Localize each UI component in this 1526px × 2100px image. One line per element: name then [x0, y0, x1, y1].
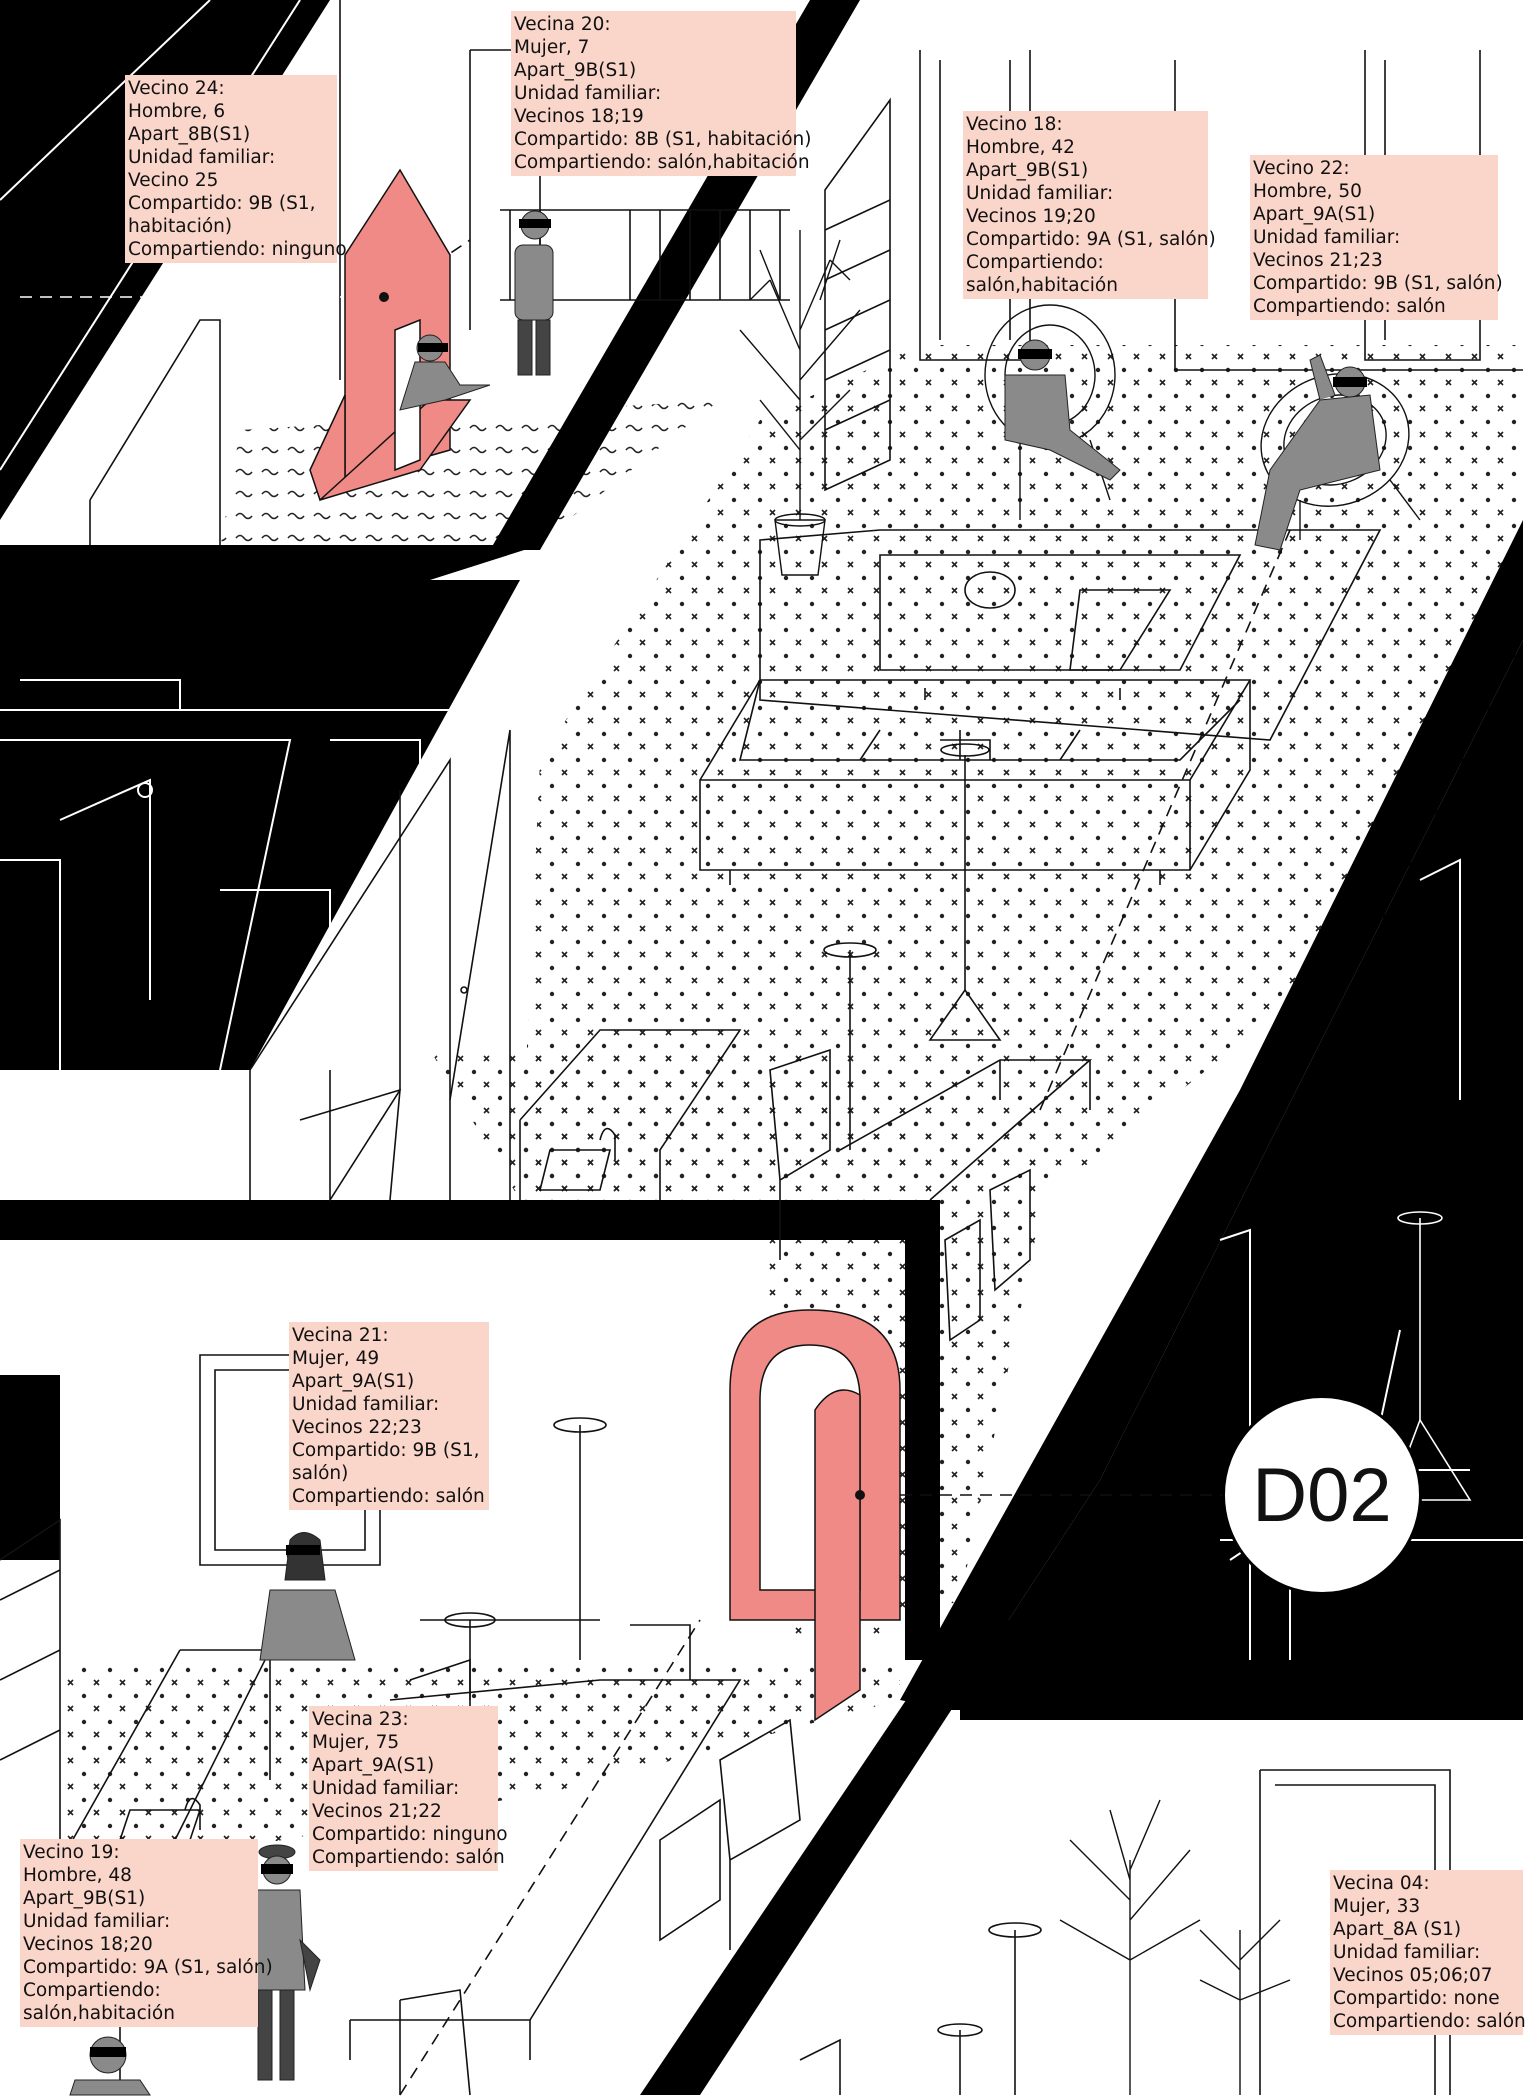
label-line: Mujer, 75 [312, 1732, 400, 1753]
label-line: Vecino 19: [23, 1842, 120, 1863]
label-line: Mujer, 7 [514, 37, 590, 58]
label-line: Apart_9B(S1) [966, 160, 1089, 181]
label-line: Unidad familiar: [128, 147, 276, 168]
label-line: Compartiendo: salón [312, 1847, 505, 1868]
label-line: Compartiendo: salón [1253, 296, 1446, 317]
label-line: Vecinos 19;20 [966, 206, 1096, 227]
label-line: Compartiendo: salón [1333, 2011, 1526, 2032]
label-line: Apart_9A(S1) [312, 1755, 435, 1776]
label-line: salón) [292, 1463, 349, 1484]
label-line: Compartiendo: ninguno [128, 239, 347, 260]
label-line: habitación) [128, 216, 233, 237]
label-line: Compartido: 9A (S1, salón) [966, 229, 1216, 250]
label-line: Vecinos 21;23 [1253, 250, 1383, 271]
label-line: Compartiendo: salón,habitación [514, 152, 810, 173]
label-line: Vecina 23: [312, 1709, 409, 1730]
label-line: Vecinos 22;23 [292, 1417, 422, 1438]
floor-living-room [520, 345, 1523, 1200]
label-line: Vecina 20: [514, 14, 611, 35]
label-line: Hombre, 48 [23, 1865, 132, 1886]
label-line: Unidad familiar: [1253, 227, 1401, 248]
label-line: Vecino 18: [966, 114, 1063, 135]
label-line: Compartido: none [1333, 1988, 1500, 2009]
label-line: Compartido: 9B (S1, [128, 193, 316, 214]
label-line: Hombre, 50 [1253, 181, 1362, 202]
label-line: Hombre, 6 [128, 101, 226, 122]
label-line: Apart_8A (S1) [1333, 1919, 1462, 1940]
label-line: Compartiendo: [23, 1980, 161, 2001]
label-line: Compartiendo: salón [292, 1486, 485, 1507]
diagram-id-badge: D02 [1222, 1395, 1422, 1595]
label-line: Unidad familiar: [312, 1778, 460, 1799]
plant-tree-lower-right [1059, 1799, 1291, 2095]
label-line: Vecino 25 [128, 170, 219, 191]
label-line: salón,habitación [966, 275, 1118, 296]
label-line: Apart_8B(S1) [128, 124, 251, 145]
label-line: Vecinos 18;19 [514, 106, 644, 127]
label-line: salón,habitación [23, 2003, 175, 2024]
person-vecina-20-figure [514, 210, 554, 376]
label-line: Vecinos 21;22 [312, 1801, 442, 1822]
label-line: Compartiendo: [966, 252, 1104, 273]
label-line: Vecinos 05;06;07 [1333, 1965, 1493, 1986]
censor-bars [90, 219, 1367, 2057]
label-line: Unidad familiar: [23, 1911, 171, 1932]
label-line: Compartido: 9B (S1, [292, 1440, 480, 1461]
label-line: Vecinos 18;20 [23, 1934, 153, 1955]
label-line: Compartido: 9A (S1, salón) [23, 1957, 273, 1978]
label-line: Apart_9B(S1) [23, 1888, 146, 1909]
plant-potted-tree [739, 230, 861, 576]
label-line: Vecino 22: [1253, 158, 1350, 179]
label-line: Apart_9A(S1) [1253, 204, 1376, 225]
label-line: Unidad familiar: [292, 1394, 440, 1415]
floor-top-left-room [220, 400, 720, 550]
label-line: Apart_9B(S1) [514, 60, 637, 81]
label-line: Vecina 04: [1333, 1873, 1430, 1894]
person-bottom-left-figure [69, 2036, 151, 2096]
person-vecino-19-figure [249, 1844, 321, 2081]
shared-room-pink-house [309, 168, 472, 502]
label-line: Compartido: ninguno [312, 1824, 508, 1845]
label-line: Vecino 24: [128, 78, 225, 99]
label-line: Unidad familiar: [1333, 1942, 1481, 1963]
label-line: Mujer, 49 [292, 1348, 380, 1369]
label-line: Vecina 21: [292, 1325, 389, 1346]
label-line: Mujer, 33 [1333, 1896, 1421, 1917]
label-line: Apart_9A(S1) [292, 1371, 415, 1392]
label-line: Unidad familiar: [514, 83, 662, 104]
label-line: Unidad familiar: [966, 183, 1114, 204]
shared-door-pink-arch [729, 1309, 901, 1722]
label-line: Compartido: 8B (S1, habitación) [514, 129, 812, 150]
label-line: Hombre, 42 [966, 137, 1075, 158]
label-line: Compartido: 9B (S1, salón) [1253, 273, 1503, 294]
